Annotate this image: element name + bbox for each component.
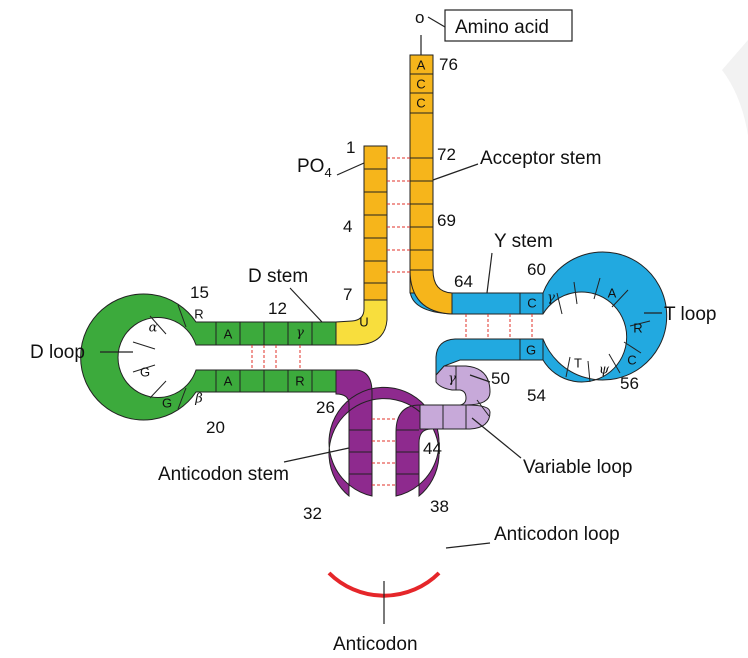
d-a-top-label: A: [224, 327, 233, 342]
position-60: 60: [527, 260, 546, 279]
position-1: 1: [346, 138, 355, 157]
position-4: 4: [343, 217, 352, 236]
t-gamma-label: γ: [547, 291, 555, 306]
position-32: 32: [303, 504, 322, 523]
t-t-label: T: [574, 356, 582, 371]
variable-loop-label: Variable loop: [523, 457, 633, 478]
position-15: 15: [190, 283, 209, 302]
position-38: 38: [430, 497, 449, 516]
background-watermark: [722, 40, 748, 220]
d-alpha-label: α: [149, 321, 158, 336]
t-r-label: R: [633, 321, 642, 336]
amino-acid-label: Amino acid: [455, 17, 549, 38]
d-arm-shape: [81, 294, 336, 420]
d-stem-label: D stem: [248, 266, 308, 287]
oh-end-label: o: [415, 8, 424, 27]
anticodon-stem-label: Anticodon stem: [158, 464, 289, 485]
anticodon-arm: [329, 370, 439, 496]
d-a-bot-label: A: [224, 374, 233, 389]
anticodon-loop-label: Anticodon loop: [494, 524, 620, 545]
anticodon-label: Anticodon: [333, 634, 418, 655]
u8-label: U: [359, 315, 368, 330]
position-44: 44: [423, 439, 442, 458]
acceptor-stem: A C C U: [336, 55, 452, 345]
acc-c2-label: C: [416, 96, 425, 111]
t-psi-label: ψ: [599, 363, 610, 378]
position-69: 69: [437, 211, 456, 230]
position-7: 7: [343, 285, 352, 304]
t-a-label: A: [608, 286, 617, 301]
acc-c1-label: C: [416, 77, 425, 92]
d-arm: A γ R α G G β A R: [81, 294, 336, 420]
position-50: 50: [491, 369, 510, 388]
acceptor-stem-label: Acceptor stem: [480, 148, 601, 169]
y-stem-label: Y stem: [494, 231, 553, 252]
t-c-loop-label: C: [627, 353, 636, 368]
acc-a-label: A: [417, 58, 426, 73]
position-76: 76: [439, 55, 458, 74]
position-64: 64: [454, 272, 473, 291]
po4-label: PO4: [297, 156, 332, 180]
variable-gamma-label: γ: [448, 372, 456, 387]
anticodon-arm-shape: [329, 370, 439, 496]
d-r-top-label: R: [194, 307, 203, 322]
d-r-bot-label: R: [295, 374, 304, 389]
d-g2-label: G: [162, 396, 172, 411]
variable-loop-shape: γ: [420, 366, 490, 429]
t-g-label: G: [526, 343, 536, 358]
position-54: 54: [527, 386, 546, 405]
position-12: 12: [268, 299, 287, 318]
d-gamma-label: γ: [296, 326, 304, 341]
d-beta-label: β: [194, 392, 203, 407]
position-20: 20: [206, 418, 225, 437]
position-56: 56: [620, 374, 639, 393]
position-26: 26: [316, 398, 335, 417]
d-loop-label: D loop: [30, 342, 85, 363]
position-72: 72: [437, 145, 456, 164]
t-c-top-label: C: [527, 296, 536, 311]
t-loop-label: T loop: [664, 304, 716, 325]
d-g1-label: G: [140, 365, 150, 380]
